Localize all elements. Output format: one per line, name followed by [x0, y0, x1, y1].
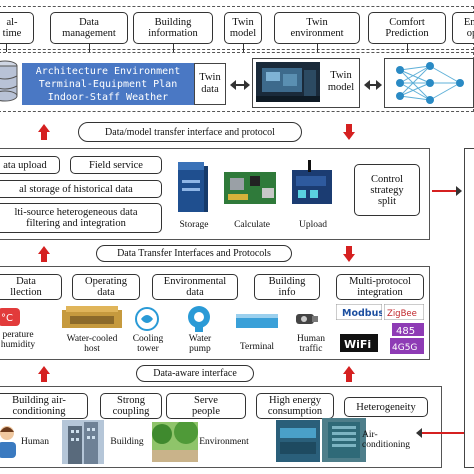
twin-data-label: Twin data: [199, 72, 221, 95]
environment-photo: [152, 422, 198, 462]
aware-item-high-energy: High energy consumption: [256, 393, 334, 419]
upload-caption: Upload: [299, 220, 327, 230]
4g5g-text: 4G5G: [392, 343, 417, 353]
twin-model-box: [252, 58, 360, 108]
aware-item-strong-coupling: Strong coupling: [100, 393, 162, 419]
terminal-unit-image: [234, 310, 280, 332]
water-cooled-host-image: [60, 302, 124, 334]
svg-text:°C: °C: [1, 313, 13, 324]
calculate-caption: Calculate: [234, 220, 270, 230]
calculate-device-image: [222, 168, 280, 208]
modbus-text: Modbus: [342, 308, 382, 319]
top-item-realtime: al- time: [0, 12, 34, 44]
caption-human-traffic: Human traffic: [297, 334, 325, 354]
bidirectional-arrow: [364, 80, 382, 90]
platform-item-multisource: lti-source heterogeneous data filtering …: [0, 203, 162, 233]
connector-line: [173, 44, 174, 52]
top-item-twin-model: Twin model: [224, 12, 262, 44]
caption-air-conditioning: Air- conditioning: [362, 430, 411, 450]
right-side-frame: [464, 148, 474, 468]
top-item-energy: Ene op: [452, 12, 474, 44]
storage-caption: Storage: [179, 220, 209, 230]
zigbee-text: ZigBee: [387, 309, 417, 319]
up-arrow: [38, 124, 50, 140]
ac-equipment-photo-1: [276, 420, 320, 462]
up-arrow: [343, 366, 355, 382]
bidirectional-arrow: [230, 80, 250, 90]
camera-icon: [294, 308, 320, 330]
twin-data-box: [194, 63, 226, 105]
data-aware-label: Data-aware interface: [136, 365, 254, 382]
aware-item-serve-people: Serve people: [166, 393, 246, 419]
collection-item-building-info: Building info: [254, 274, 320, 300]
protocol-badge-wifi: WiFi: [340, 334, 378, 352]
platform-item-field-service: Field service: [70, 156, 162, 174]
caption-water-cooled-host: Water-cooled host: [66, 334, 118, 354]
connector-line: [243, 44, 244, 52]
connector-line: [6, 44, 7, 52]
twin-data-banner: Architecture Environment Terminal-Equipm…: [22, 63, 194, 105]
caption-temperature-humidity: perature humidity: [0, 330, 36, 350]
control-strategy-split: Control strategy split: [354, 164, 420, 216]
building-photo: [62, 420, 104, 464]
water-pump-icon: [186, 304, 212, 334]
collection-item-environmental-data: Environmental data: [152, 274, 238, 300]
aware-item-heterogeneity: Heterogeneity: [344, 397, 428, 417]
connector-line: [407, 44, 408, 52]
top-item-twin-environment: Twin environment: [274, 12, 360, 44]
protocol-badge-4g5g: 4G5G: [390, 338, 424, 354]
left-arrow: [416, 428, 464, 438]
twin-model-label: Twin model: [327, 70, 355, 93]
twin-model-screen: [256, 62, 320, 102]
top-item-building-information: Building information: [133, 12, 213, 44]
protocol-badge-zigbee: ZigBee: [384, 304, 424, 320]
ac-equipment-photo-2: [322, 418, 366, 462]
banner-line: Indoor-Staff Weather: [47, 92, 169, 103]
platform-item-storage-history: al storage of historical data: [0, 180, 162, 198]
up-arrow: [38, 366, 50, 382]
protocol-badge-modbus: Modbus: [336, 304, 382, 320]
wifi-text: WiFi: [344, 338, 371, 351]
top-item-data-management: Data management: [50, 12, 128, 44]
down-arrow: [343, 124, 355, 140]
collection-item-data-collection: Data llection: [0, 274, 62, 300]
top-item-comfort-prediction: Comfort Prediction: [368, 12, 446, 44]
up-arrow: [38, 246, 50, 262]
caption-environment: Environment: [199, 437, 249, 447]
platform-item-data-upload: ata upload: [0, 156, 60, 174]
connector-line: [89, 44, 90, 52]
temperature-humidity-icon: °C: [0, 306, 22, 328]
data-model-transfer-label: Data/model transfer interface and protoc…: [78, 122, 302, 142]
485-text: 485: [396, 326, 415, 336]
cooling-tower-icon: [134, 306, 160, 332]
data-transfer-label: Data Transfer Interfaces and Protocols: [96, 245, 292, 262]
database-icon: [0, 58, 18, 104]
down-arrow: [343, 246, 355, 262]
human-avatar-icon: [0, 424, 18, 458]
collection-item-operating-data: Operating data: [72, 274, 140, 300]
right-arrow: [432, 186, 462, 196]
aware-item-building-ac: Building air- conditioning: [0, 393, 88, 419]
caption-terminal: Terminal: [239, 342, 275, 352]
banner-line: Terminal-Equipment Plan: [38, 79, 178, 90]
collection-item-multi-protocol: Multi-protocol integration: [336, 274, 424, 300]
connector-line: [317, 44, 318, 52]
storage-device-image: [174, 160, 210, 214]
banner-line: Architecture Environment: [35, 66, 181, 77]
caption-building: Building: [110, 437, 144, 447]
caption-water-pump: Water pump: [188, 334, 212, 354]
caption-human: Human: [21, 437, 49, 447]
protocol-badge-485: 485: [392, 322, 424, 336]
neural-network-icon: [388, 60, 472, 106]
upload-device-image: [288, 160, 338, 212]
caption-cooling-tower: Cooling tower: [132, 334, 164, 354]
